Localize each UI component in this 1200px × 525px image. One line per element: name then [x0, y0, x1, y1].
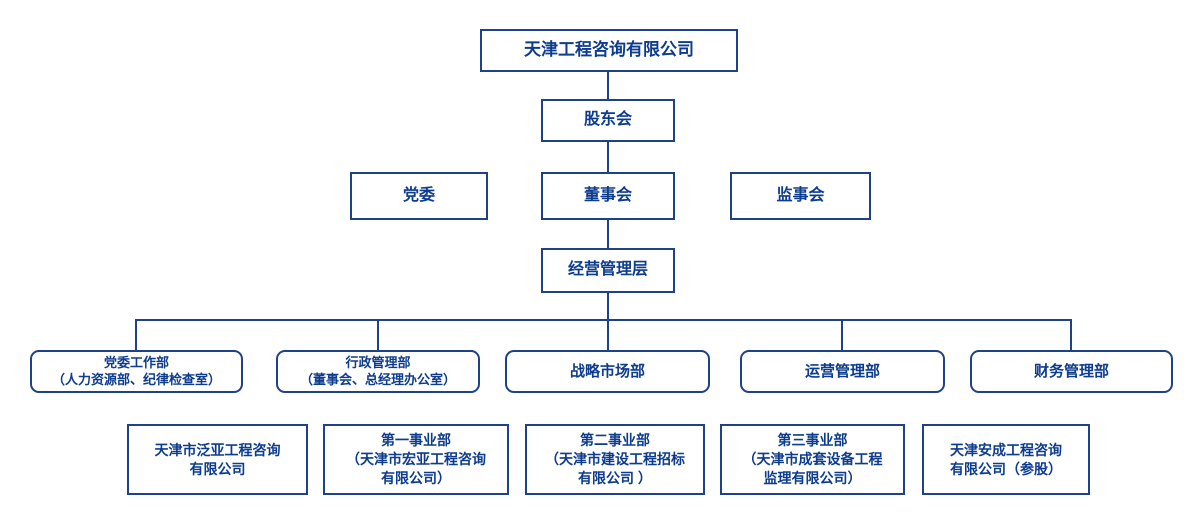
division-second-line3: 有限公司 ）: [578, 469, 652, 486]
subsidiary-fanya: 天津市泛亚工程咨询 有限公司: [127, 424, 308, 495]
subsidiary-fanya-line1: 天津市泛亚工程咨询: [154, 441, 281, 458]
node-board-of-directors: 董事会: [541, 172, 675, 220]
dept-strategy-market: 战略市场部: [505, 350, 710, 393]
dept-strategy-market-name: 战略市场部: [569, 362, 645, 380]
node-party-committee-label: 党委: [402, 186, 435, 204]
dept-party-work: 党委工作部 （人力资源部、纪律检查室）: [30, 350, 243, 393]
dept-operations: 运营管理部: [740, 350, 945, 393]
dept-administration: 行政管理部 （董事会、总经理办公室）: [276, 350, 480, 393]
division-first-line1: 第一事业部: [381, 432, 451, 449]
dept-party-work-name: 党委工作部: [103, 354, 169, 370]
division-third: 第三事业部 （天津市成套设备工程 监理有限公司）: [720, 424, 905, 495]
subsidiary-ancheng-line1: 天津安成工程咨询: [950, 441, 1062, 458]
dept-finance-name: 财务管理部: [1033, 362, 1109, 380]
division-third-line2: （天津市成套设备工程: [742, 451, 883, 468]
division-second-line1: 第二事业部: [580, 432, 650, 449]
division-third-line1: 第三事业部: [777, 432, 848, 449]
division-second-line2: （天津市建设工程招标: [545, 451, 685, 468]
subsidiary-ancheng-line2: 有限公司（参股）: [950, 460, 1062, 477]
node-supervisory-board: 监事会: [730, 172, 871, 220]
subsidiary-fanya-line2: 有限公司: [189, 460, 246, 477]
node-party-committee: 党委: [350, 172, 488, 220]
division-first-line2: （天津市宏亚工程咨询: [346, 451, 486, 468]
node-shareholders-meeting-label: 股东会: [583, 111, 632, 129]
dept-administration-sub: （董事会、总经理办公室）: [299, 371, 456, 387]
node-management-layer-label: 经营管理层: [567, 261, 648, 279]
node-root-company: 天津工程咨询有限公司: [480, 29, 738, 72]
node-management-layer: 经营管理层: [541, 248, 675, 293]
dept-administration-name: 行政管理部: [345, 354, 411, 370]
division-first-line3: 有限公司）: [381, 469, 451, 486]
node-root-company-label: 天津工程咨询有限公司: [524, 40, 694, 60]
node-supervisory-board-label: 监事会: [776, 186, 825, 204]
division-third-line3: 监理有限公司）: [763, 469, 862, 486]
dept-operations-name: 运营管理部: [804, 362, 880, 380]
division-first: 第一事业部 （天津市宏亚工程咨询 有限公司）: [323, 424, 509, 495]
node-board-of-directors-label: 董事会: [583, 186, 632, 204]
dept-party-work-sub: （人力资源部、纪律检查室）: [51, 371, 221, 387]
dept-finance: 财务管理部: [970, 350, 1173, 393]
subsidiary-ancheng: 天津安成工程咨询 有限公司（参股）: [922, 424, 1090, 495]
node-shareholders-meeting: 股东会: [541, 99, 675, 142]
division-second: 第二事业部 （天津市建设工程招标 有限公司 ）: [525, 424, 705, 495]
